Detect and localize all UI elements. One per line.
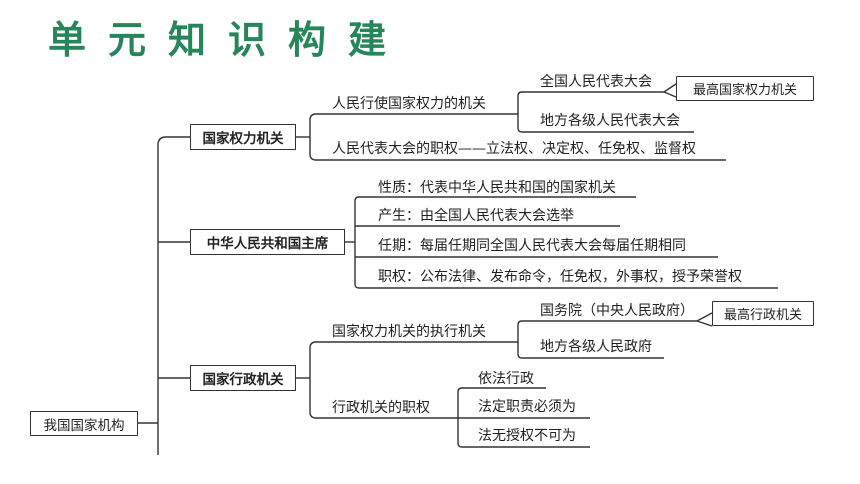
page-title: 单元知识构建: [48, 18, 409, 62]
admin-lawful-admin-text: 依法行政: [478, 371, 534, 387]
power-sub1-text: 人民行使国家权力的机关: [332, 96, 486, 112]
admin-local-gov-text: 地方各级人民政府: [540, 339, 652, 355]
admin-bracket: [309, 341, 508, 419]
admin-duty-text: 法定职责必须为: [478, 399, 576, 415]
power-npc-text: 全国人民代表大会: [540, 74, 652, 90]
power-note-pointer: [663, 83, 677, 98]
president-election-text: 产生：由全国人民代表大会选举: [378, 208, 574, 224]
power-bracket: [309, 113, 726, 161]
admin-sub2-text: 行政机关的职权: [332, 400, 430, 416]
power-sub2-text: 人民代表大会的职权——立法权、决定权、任免权、监督权: [332, 141, 696, 157]
root-node: 我国国家机构: [30, 411, 138, 436]
admin-sub1-text: 国家权力机关的执行机关: [332, 324, 486, 340]
node-state-power-organ: 国家权力机关: [190, 124, 296, 150]
power-top-note: 最高国家权力机关: [676, 76, 814, 101]
admin-note-pointer: [696, 312, 713, 327]
power-sub1-split: [508, 91, 694, 133]
president-term-text: 任期：每届任期同全国人民代表大会每届任期相同: [378, 238, 686, 254]
admin-state-council-text: 国务院（中央人民政府）: [540, 303, 694, 319]
trunk-line: [157, 136, 190, 455]
president-bracket: [354, 196, 778, 289]
power-local-congress-text: 地方各级人民代表大会: [540, 113, 680, 129]
president-powers-text: 职权：公布法律、发布命令，任免权，外事权，授予荣誉权: [378, 269, 742, 285]
admin-sub2-split: [452, 387, 590, 448]
node-prc-president: 中华人民共和国主席: [190, 229, 345, 255]
admin-no-authorization-text: 法无授权不可为: [478, 428, 576, 444]
president-nature-text: 性质：代表中华人民共和国的国家机关: [378, 180, 616, 196]
admin-top-note: 最高行政机关: [712, 301, 814, 326]
admin-sub1-split: [508, 320, 697, 359]
node-state-admin-organ: 国家行政机关: [190, 365, 296, 391]
